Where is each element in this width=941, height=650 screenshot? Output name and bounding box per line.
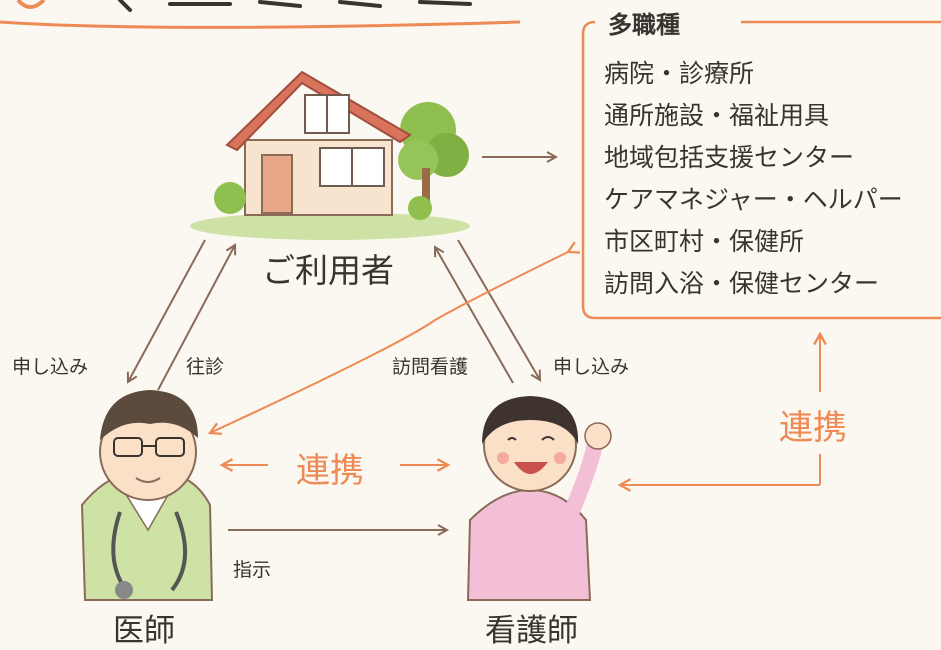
network-item-1: 病院・診療所 <box>604 59 755 88</box>
network-item-2: 通所施設・福祉用具 <box>604 101 830 130</box>
edge-label-user-to-doctor: 申し込み <box>12 356 89 378</box>
nurse-icon <box>466 396 612 601</box>
network-item-6: 訪問入浴・保健センター <box>604 269 880 298</box>
header-partial-glyphs <box>118 0 472 12</box>
network-item-4: ケアマネジャー・ヘルパー <box>604 185 903 214</box>
doctor-label: 医師 <box>113 613 175 649</box>
house-icon <box>190 70 470 240</box>
doctor-icon <box>80 390 214 601</box>
arrow-user-to-doctor <box>128 239 206 382</box>
edge-label-nurse-to-user: 訪問看護 <box>392 356 469 378</box>
network-title: 多職種 <box>600 5 688 40</box>
arrow-network-doctor <box>210 252 568 433</box>
edge-label-user-to-nurse: 申し込み <box>553 356 630 378</box>
edge-label-doctor-to-nurse: 指示 <box>233 559 272 581</box>
header-mark <box>16 0 46 9</box>
nurse-network-link-label: 連携 <box>779 408 847 448</box>
edge-label-doctor-to-user: 往診 <box>186 356 225 378</box>
network-item-5: 市区町村・保健所 <box>604 227 805 256</box>
header-underline <box>0 20 521 29</box>
network-item-3: 地域包括支援センター <box>604 143 855 172</box>
user-label: ご利用者 <box>262 251 394 290</box>
doctor-nurse-link-label: 連携 <box>296 451 364 491</box>
network-box <box>581 20 941 320</box>
nurse-label: 看護師 <box>485 613 578 649</box>
